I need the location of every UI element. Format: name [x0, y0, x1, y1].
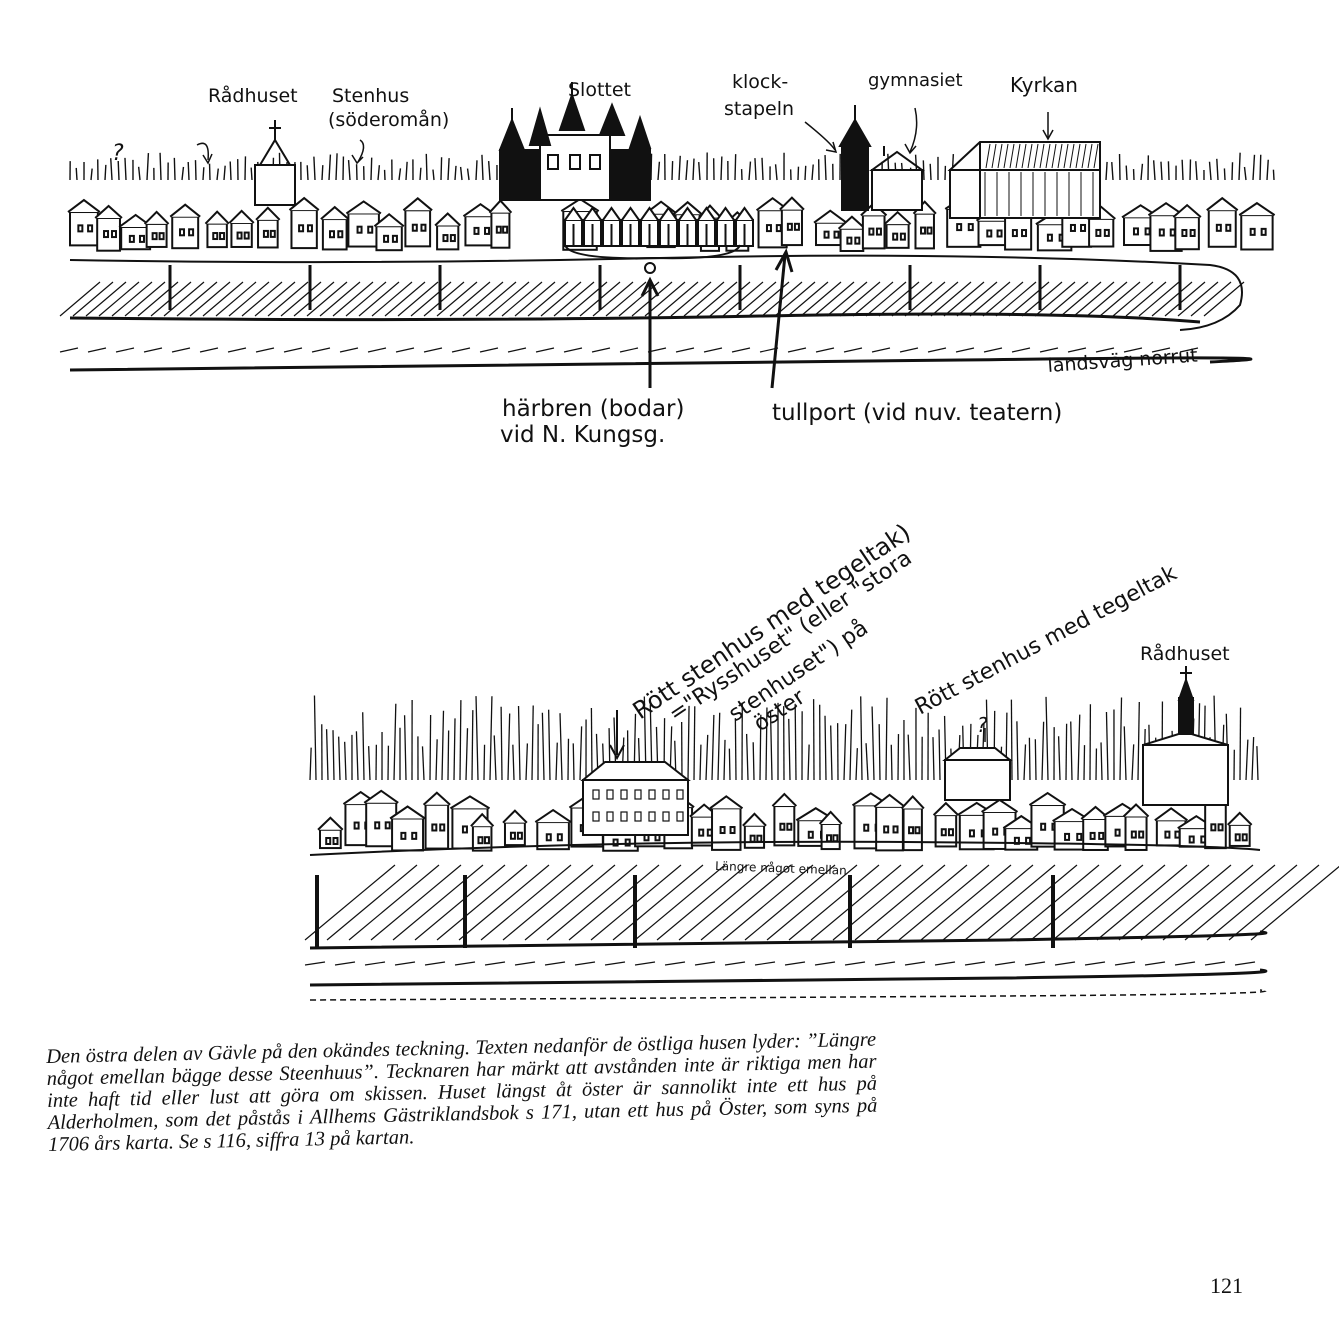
label-stenhus: Stenhus — [332, 85, 409, 107]
bottom-posts — [315, 875, 1055, 948]
label-radhuset-bottom: Rådhuset — [1140, 642, 1230, 665]
castle-slottet-drawing — [498, 82, 652, 201]
bottom-shore-hatching — [304, 864, 1339, 966]
top-question-mark: ? — [112, 141, 124, 166]
bottom-house-row — [317, 789, 1253, 852]
top-sketch-illustration: ? Rådhuset Stenhus (söderomån) Slottet k… — [59, 70, 1276, 448]
arrow-tullport — [770, 248, 794, 389]
label-tullport: tullport (vid nuv. teatern) — [772, 400, 1062, 426]
label-klockstapeln-2: stapeln — [724, 98, 794, 120]
gymnasium-drawing — [868, 146, 926, 211]
arrow-harbren — [640, 276, 660, 388]
rysshuset-drawing — [580, 761, 691, 836]
label-rott-stenhus-2: Rött stenhus med tegeltak — [911, 561, 1181, 720]
label-gymnasiet: gymnasiet — [868, 70, 963, 91]
top-house-row — [67, 195, 1276, 252]
label-klockstapeln-1: klock- — [732, 71, 788, 93]
figure-caption: Den östra delen av Gävle på den okändes … — [46, 1028, 878, 1156]
church-kyrkan-drawing — [947, 141, 1101, 219]
bottom-question-mark: ? — [977, 713, 988, 737]
top-posts — [168, 265, 1182, 310]
town-hall-tower-drawing — [254, 120, 296, 206]
label-langre-nagot: Längre något emellan — [715, 859, 847, 878]
stone-house-drawing — [942, 747, 1013, 801]
label-stenhus-soderoman: (söderomån) — [328, 108, 449, 131]
page-number: 121 — [1210, 1273, 1243, 1298]
bottom-town-drawing: Rådhuset ? Rött stenhus med tegeltak) ="… — [304, 470, 1339, 1045]
label-harbren-2: vid N. Kungsg. — [500, 422, 665, 448]
label-harbren-1: härbren (bodar) — [502, 396, 684, 422]
label-slottet: Slottet — [568, 79, 631, 101]
top-town-drawing: ? Rådhuset Stenhus (söderomån) Slottet k… — [59, 60, 1290, 490]
town-hall-tower-bottom-drawing — [1142, 666, 1229, 806]
label-radhuset-top: Rådhuset — [208, 84, 298, 107]
bottom-sketch-illustration: Rådhuset ? Rött stenhus med tegeltak) ="… — [304, 518, 1339, 1001]
label-landsvag-norrut: landsväg norrut — [1047, 345, 1199, 377]
bell-tower-drawing — [838, 105, 872, 211]
label-kyrkan: Kyrkan — [1010, 73, 1078, 97]
